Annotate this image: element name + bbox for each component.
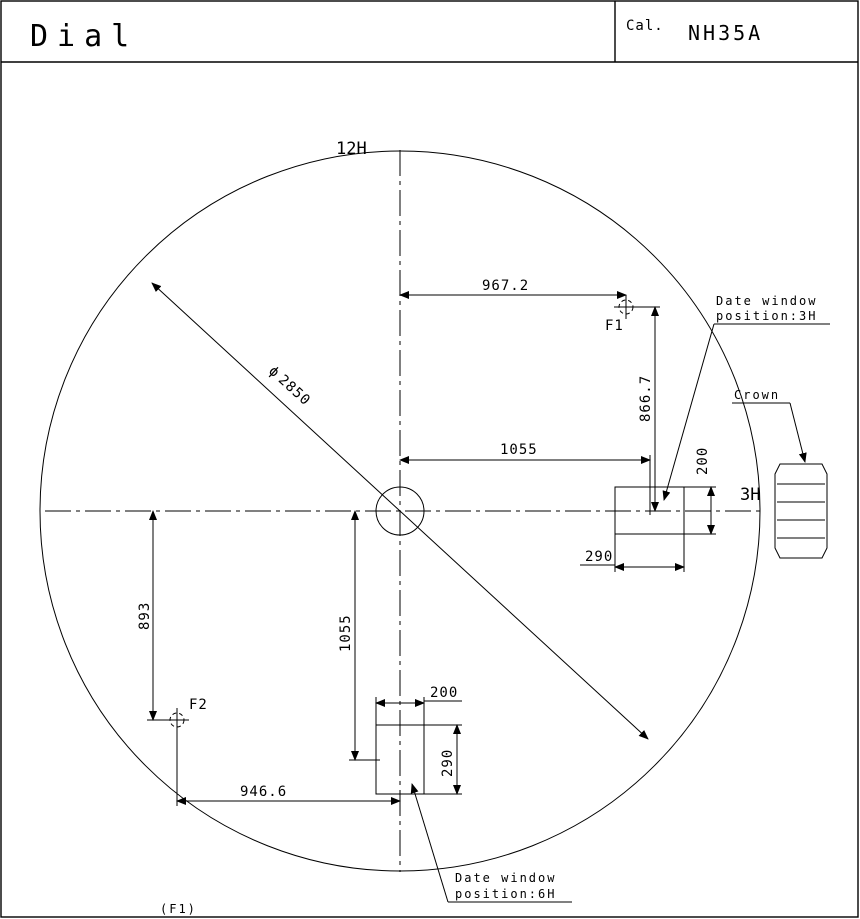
crown-leader bbox=[789, 402, 807, 463]
dim-window3-h: 200 bbox=[695, 447, 711, 475]
crown-label: Crown bbox=[734, 388, 780, 402]
dim-window6-h: 290 bbox=[440, 749, 456, 777]
date-window-6h: 1055 200 290 Date window position:6H bbox=[338, 510, 572, 903]
date-window-6h-note-2: position:6H bbox=[455, 887, 556, 901]
f1-feature: F1 967.2 866.7 bbox=[399, 278, 660, 512]
date-window-3h-note-2: position:3H bbox=[716, 309, 817, 323]
dim-window3-x: 1055 bbox=[500, 442, 538, 458]
caliber-value: NH35A bbox=[688, 21, 763, 45]
dim-window6-y: 1055 bbox=[338, 614, 354, 652]
date-window-3h: 1055 200 290 Date window position:3H bbox=[399, 294, 830, 572]
caliber-label: Cal. bbox=[626, 18, 664, 34]
dial-geometry: 12H 3H bbox=[39, 139, 761, 872]
f1-label: F1 bbox=[605, 318, 624, 334]
crown-outline bbox=[774, 463, 828, 559]
drawing-title: Dial bbox=[30, 19, 138, 54]
dim-f1-y: 866.7 bbox=[638, 375, 654, 422]
date-window-6h-note-1: Date window bbox=[455, 871, 556, 885]
diameter-value: 2850 bbox=[275, 372, 314, 409]
f2-feature: F2 893 946.6 bbox=[137, 510, 401, 806]
dim-window6-w: 200 bbox=[430, 685, 458, 701]
date-window-3h-note-1: Date window bbox=[716, 294, 817, 308]
dim-window3-w: 290 bbox=[585, 549, 613, 565]
crown: Crown bbox=[732, 388, 828, 559]
dim-f2-y: 893 bbox=[137, 602, 153, 630]
footer-note: (F1) bbox=[160, 902, 197, 916]
date-window-3h-leader bbox=[662, 323, 715, 501]
hour-12-label: 12H bbox=[336, 139, 367, 159]
date-window-6h-leader bbox=[410, 783, 449, 903]
dim-f1-x: 967.2 bbox=[482, 278, 529, 294]
hour-3-label: 3H bbox=[740, 485, 760, 505]
diameter-line bbox=[151, 282, 649, 740]
dim-f2-x: 946.6 bbox=[240, 784, 287, 800]
f2-label: F2 bbox=[189, 697, 208, 713]
